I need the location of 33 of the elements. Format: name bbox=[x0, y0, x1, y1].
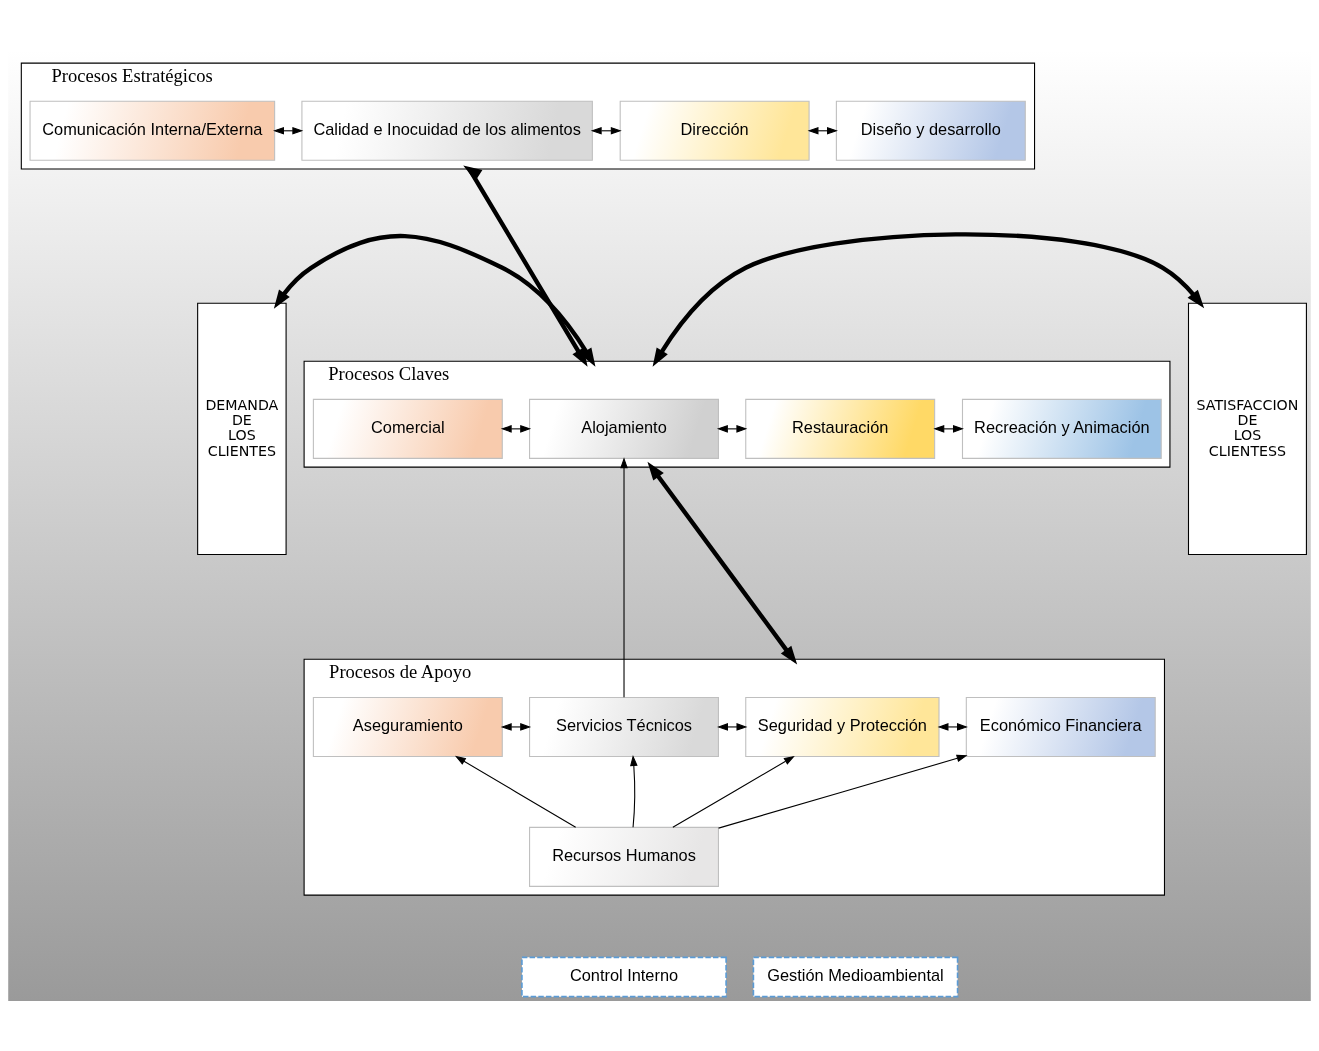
arrow bbox=[937, 723, 968, 731]
arrow bbox=[652, 232, 1205, 367]
node-box: Dirección bbox=[619, 100, 810, 161]
arrow bbox=[933, 425, 964, 433]
node-box: Comunicación Interna/Externa bbox=[29, 100, 276, 161]
arrow bbox=[463, 165, 588, 367]
node-box: Gestión Medioambiental bbox=[752, 956, 959, 998]
arrow bbox=[590, 126, 622, 135]
arrow bbox=[630, 755, 638, 828]
node-box: Aseguramiento bbox=[312, 696, 503, 757]
arrow bbox=[454, 755, 577, 828]
node-box: DEMANDA DE LOS CLIENTES bbox=[197, 302, 287, 555]
node-box: Económico Financiera bbox=[965, 696, 1156, 757]
node-box: Restauración bbox=[745, 398, 936, 459]
node-box: Servicios Técnicos bbox=[529, 696, 719, 757]
node-box: Calidad e Inocuidad de los alimentos bbox=[301, 100, 593, 161]
node-box: SATISFACCION DE LOS CLIENTESS bbox=[1187, 302, 1307, 555]
node-box: Seguridad y Protección bbox=[745, 696, 940, 757]
node-box: Recreación y Animación bbox=[961, 398, 1162, 459]
arrow bbox=[620, 457, 628, 698]
arrow bbox=[672, 755, 795, 828]
node-box: Diseño y desarrollo bbox=[835, 100, 1026, 161]
arrow bbox=[717, 723, 748, 731]
arrow bbox=[716, 425, 748, 433]
node-box: Alojamiento bbox=[529, 398, 719, 459]
arrow bbox=[500, 723, 532, 731]
node-box: Comercial bbox=[312, 398, 503, 459]
node-box: Control Interno bbox=[521, 956, 727, 998]
node-box: Recursos Humanos bbox=[529, 826, 719, 887]
arrow bbox=[273, 234, 596, 367]
arrow bbox=[647, 461, 798, 665]
arrow bbox=[500, 425, 532, 433]
arrow bbox=[718, 754, 968, 829]
